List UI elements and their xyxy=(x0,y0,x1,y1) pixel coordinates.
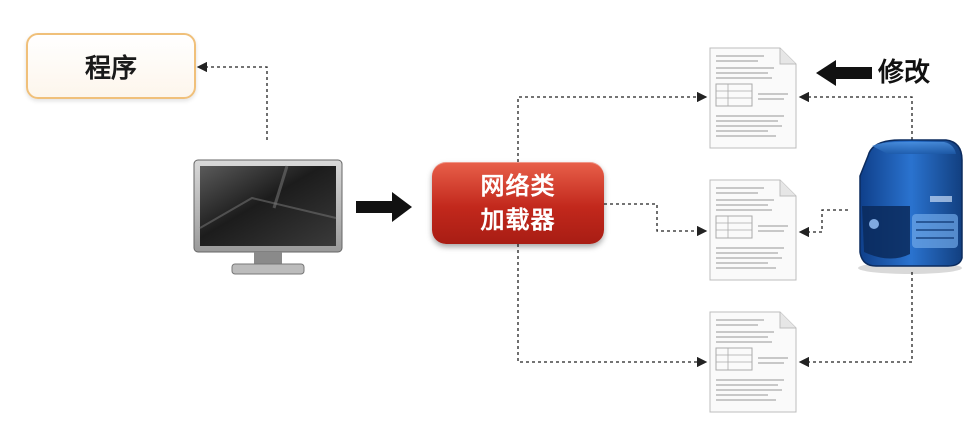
monitor-icon xyxy=(193,159,343,275)
loader-label-line2: 加载器 xyxy=(480,206,556,234)
server-to-doc-middle-connector xyxy=(798,209,848,238)
document-icon xyxy=(709,311,797,413)
document-icon xyxy=(709,47,797,149)
server-to-doc-bottom-connector xyxy=(798,272,913,368)
arrow-left-icon xyxy=(816,60,872,86)
document-icon xyxy=(709,179,797,281)
server-icon xyxy=(858,139,963,274)
network-class-loader-box: 网络类 加载器 xyxy=(432,162,604,244)
server-to-doc-top-connector xyxy=(798,91,913,140)
program-label: 程序 xyxy=(84,53,137,84)
modify-label: 修改 xyxy=(878,58,931,88)
arrow-right-icon xyxy=(356,192,412,222)
loader-to-doc-middle-connector xyxy=(604,203,708,237)
loader-to-doc-bottom-connector xyxy=(517,244,708,368)
loader-to-doc-top-connector xyxy=(517,91,708,162)
program-box: 程序 xyxy=(26,33,196,99)
monitor-to-program-connector xyxy=(196,61,268,140)
loader-label-line1: 网络类 xyxy=(480,172,556,200)
